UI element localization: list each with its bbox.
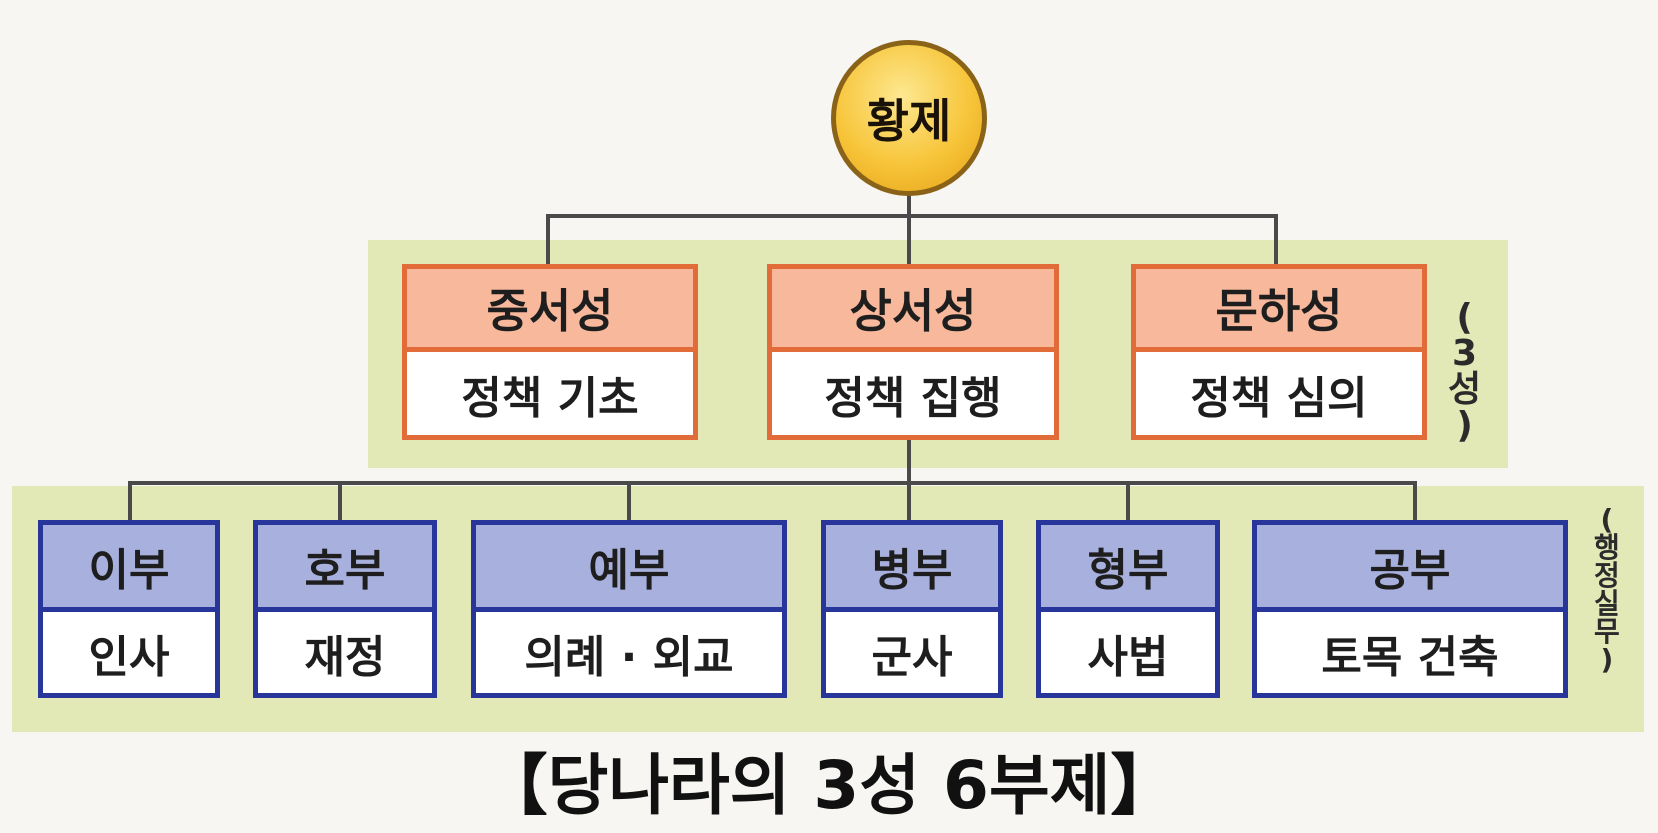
sung-box-munha: 문하성 정책 심의 bbox=[1131, 264, 1427, 440]
bu-role: 의례 · 외교 bbox=[476, 607, 782, 693]
emperor-label: 황제 bbox=[866, 94, 952, 148]
bu-role: 토목 건축 bbox=[1257, 607, 1563, 693]
bu-role: 사법 bbox=[1041, 607, 1215, 693]
bu-box-hyeongbu: 형부 사법 bbox=[1036, 520, 1220, 698]
sung-box-jungseo: 중서성 정책 기초 bbox=[402, 264, 698, 440]
sung-name: 문하성 bbox=[1136, 269, 1422, 347]
sung-side-label: ( 3 성 ) bbox=[1448, 297, 1482, 446]
bu-name: 이부 bbox=[43, 525, 215, 607]
bu-name: 호부 bbox=[258, 525, 432, 607]
bu-role: 인사 bbox=[43, 607, 215, 693]
emperor-node: 황제 bbox=[831, 40, 987, 196]
sung-role: 정책 심의 bbox=[1136, 347, 1422, 435]
sung-role: 정책 집행 bbox=[772, 347, 1054, 435]
bu-box-gongbu: 공부 토목 건축 bbox=[1252, 520, 1568, 698]
bu-box-byeongbu: 병부 군사 bbox=[821, 520, 1003, 698]
bu-name: 병부 bbox=[826, 525, 998, 607]
bu-role: 군사 bbox=[826, 607, 998, 693]
bu-box-ibu: 이부 인사 bbox=[38, 520, 220, 698]
bu-bracket bbox=[128, 481, 1417, 520]
sung-name: 상서성 bbox=[772, 269, 1054, 347]
sung-role: 정책 기초 bbox=[407, 347, 693, 435]
sung-name: 중서성 bbox=[407, 269, 693, 347]
bu-name: 공부 bbox=[1257, 525, 1563, 607]
sung-bracket bbox=[546, 214, 1278, 268]
bu-role: 재정 bbox=[258, 607, 432, 693]
bu-box-yebu: 예부 의례 · 외교 bbox=[471, 520, 787, 698]
sung-box-sangseo: 상서성 정책 집행 bbox=[767, 264, 1059, 440]
diagram-caption: 【당나라의 3성 6부제】 bbox=[481, 747, 1177, 824]
bu-name: 예부 bbox=[476, 525, 782, 607]
bu-side-label: ( 행 정 실 무 ) bbox=[1594, 503, 1620, 676]
bu-name: 형부 bbox=[1041, 525, 1215, 607]
bu-box-hobu: 호부 재정 bbox=[253, 520, 437, 698]
